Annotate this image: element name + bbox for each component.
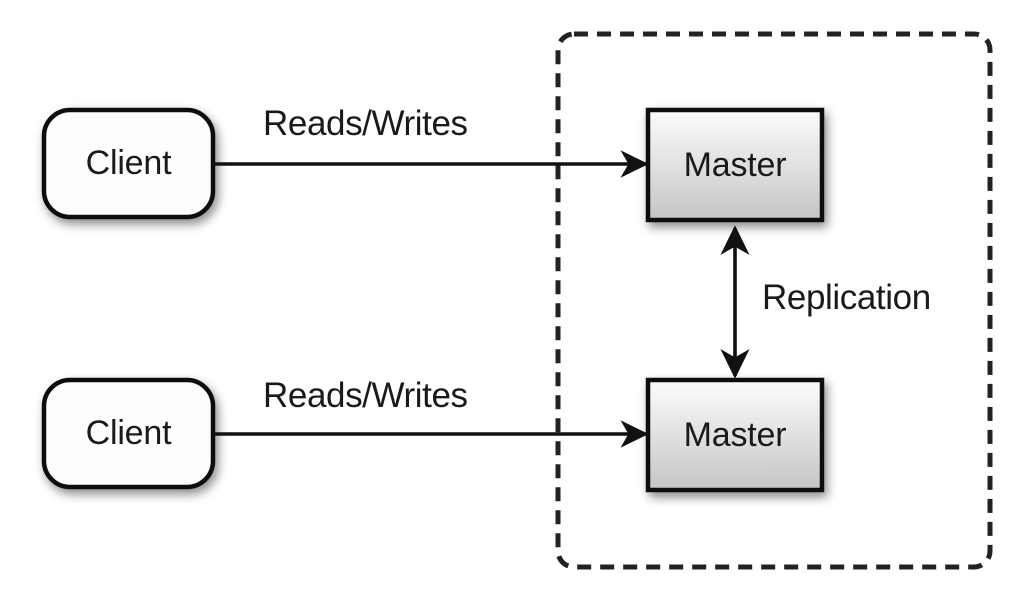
master-top-shape[interactable] xyxy=(645,107,825,223)
master-bottom-shape[interactable] xyxy=(645,377,825,493)
client-bottom-shape[interactable] xyxy=(41,377,216,490)
edge-label-reads-writes-bottom: Reads/Writes xyxy=(263,376,468,415)
edge-label-replication: Replication xyxy=(762,278,931,317)
replication-cluster-boundary xyxy=(555,31,993,570)
client-top-shape[interactable] xyxy=(41,107,216,220)
edge-label-reads-writes-top: Reads/Writes xyxy=(263,104,468,143)
